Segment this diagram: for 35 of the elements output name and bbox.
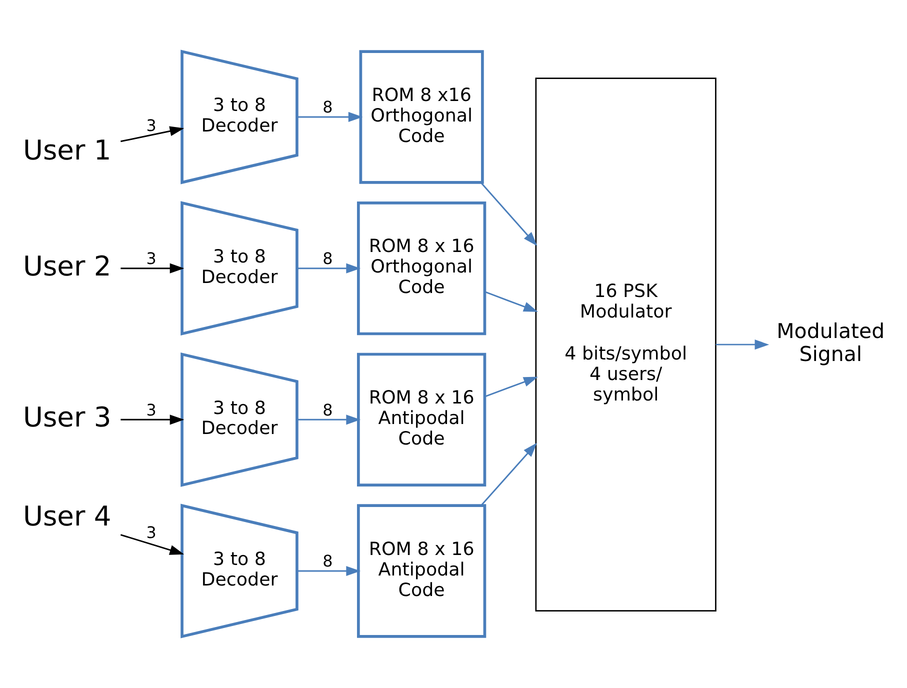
arrow xyxy=(296,566,360,576)
node-box: 3 to 8 Decoder xyxy=(180,352,298,487)
node-box: 3 to 8 Decoder xyxy=(180,201,298,336)
node-text: User 3 xyxy=(22,402,111,434)
arrow xyxy=(120,414,184,425)
arrow xyxy=(120,126,184,142)
arrow xyxy=(120,263,184,274)
arrow xyxy=(484,291,538,312)
node-box: 16 PSK Modulator 4 bits/symbol 4 users/ symbol xyxy=(534,78,716,612)
edge-label: 3 xyxy=(146,523,156,542)
arrow xyxy=(480,182,537,246)
edge-label: 8 xyxy=(322,249,332,268)
node-box: ROM 8 x 16 Orthogonal Code xyxy=(356,201,486,336)
arrow xyxy=(484,376,538,398)
arrow xyxy=(296,263,360,274)
arrow xyxy=(296,414,360,425)
node-text: User 1 xyxy=(22,135,111,166)
edge-label: 8 xyxy=(322,552,332,571)
edge-label: 3 xyxy=(146,249,156,268)
edge-label: 8 xyxy=(322,98,332,117)
node-text: Modulated Signal xyxy=(776,319,884,366)
arrow xyxy=(120,534,184,555)
node-text: User 2 xyxy=(22,251,111,282)
arrow xyxy=(480,442,537,506)
node-box: ROM 8 x 16 Antipodal Code xyxy=(356,352,486,487)
node-text: User 4 xyxy=(22,502,111,533)
edge-label: 3 xyxy=(146,116,156,135)
node-box: 3 to 8 Decoder xyxy=(180,504,298,638)
node-box: ROM 8 x 16 Antipodal Code xyxy=(356,504,486,638)
arrow xyxy=(715,340,769,350)
node-box: 3 to 8 Decoder xyxy=(180,50,298,184)
edge-label: 8 xyxy=(322,400,332,420)
arrow xyxy=(296,112,362,122)
node-box: ROM 8 x16 Orthogonal Code xyxy=(358,50,484,184)
edge-label: 3 xyxy=(146,400,156,420)
